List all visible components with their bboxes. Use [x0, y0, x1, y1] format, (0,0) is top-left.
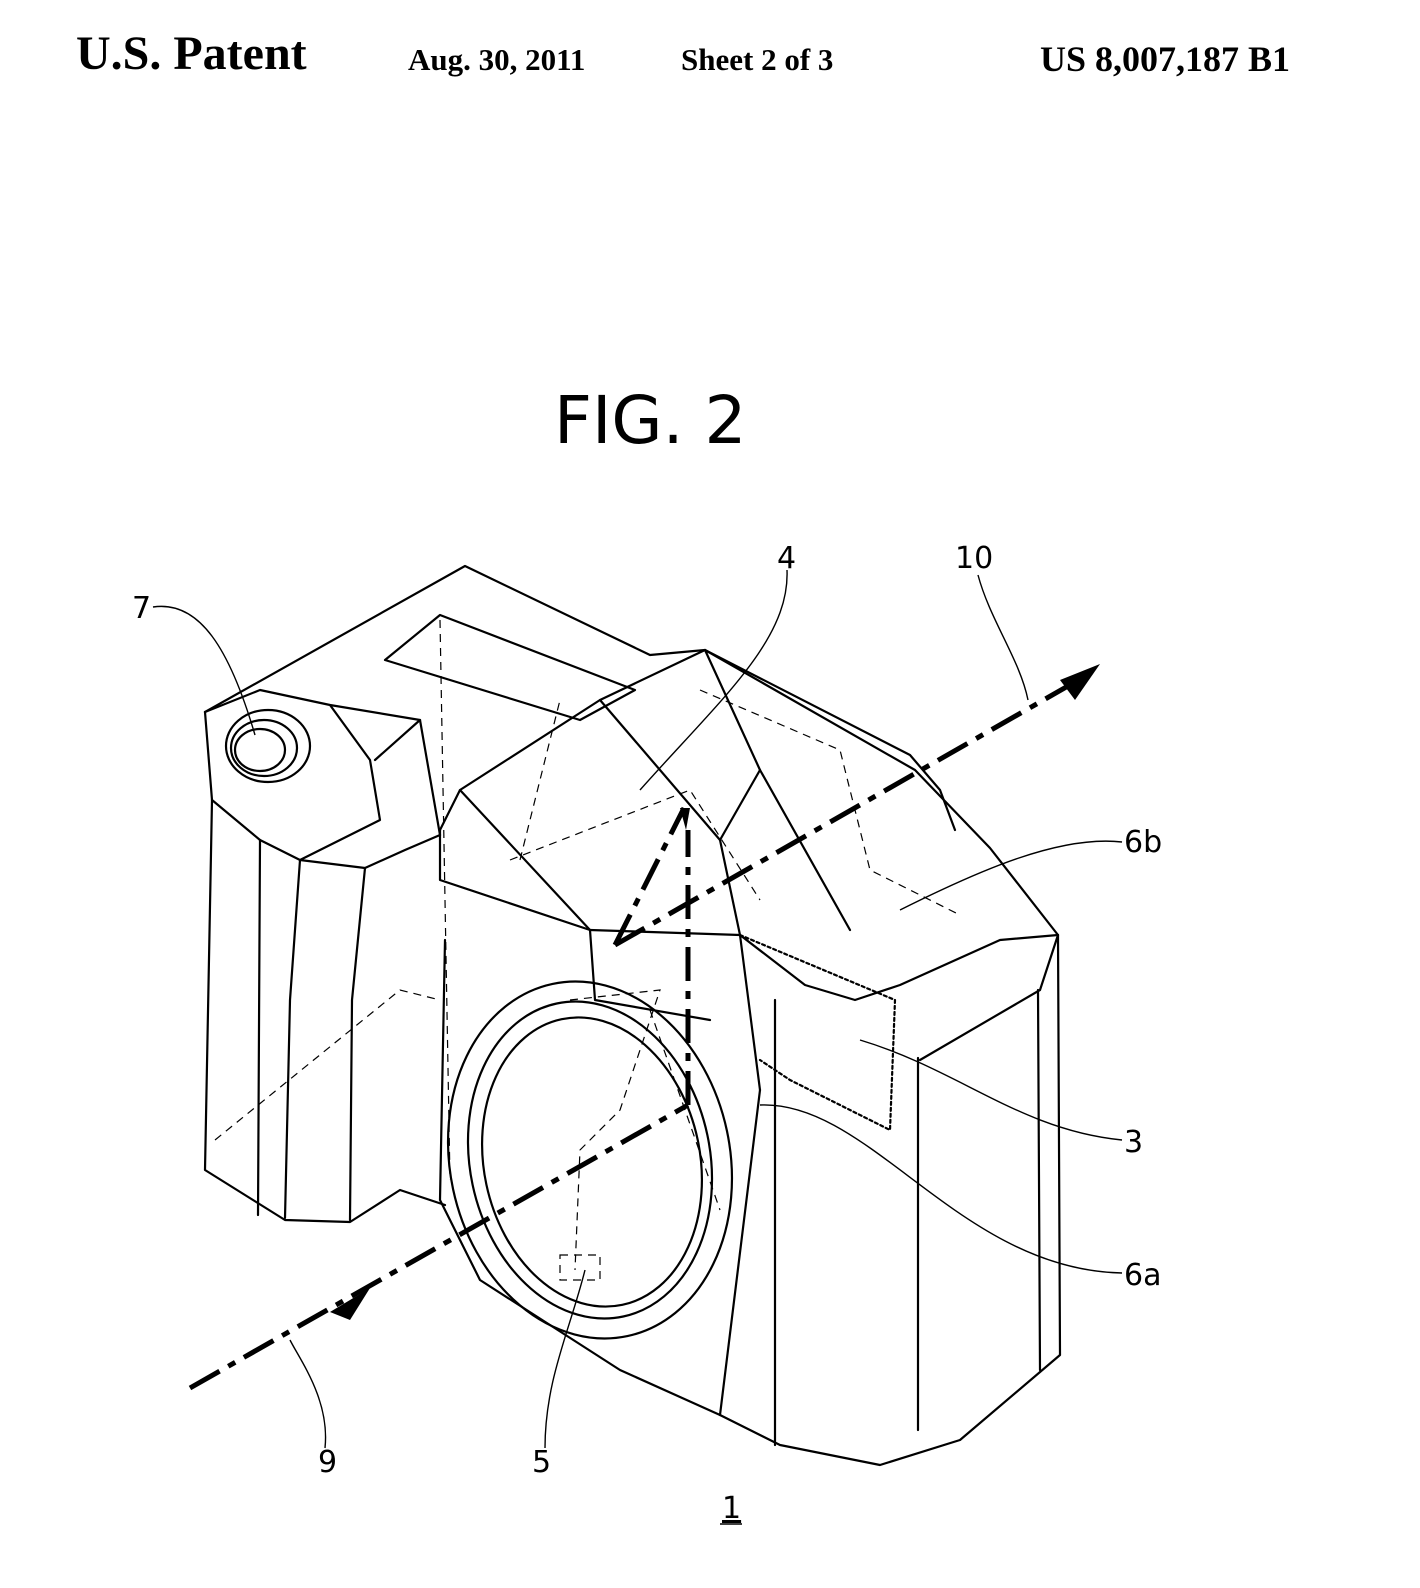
ref-10: 10 — [955, 541, 993, 576]
ref-3: 3 — [1124, 1125, 1143, 1160]
ref-7: 7 — [132, 591, 151, 626]
top-plate — [203, 564, 957, 832]
ref-1: 1 — [722, 1491, 741, 1526]
lcd-window — [383, 613, 637, 722]
grip-body — [203, 710, 447, 1224]
ref-6a: 6a — [1124, 1258, 1161, 1293]
prism-housing — [438, 648, 1060, 1062]
light-path-out — [613, 679, 1077, 948]
arrow-mirror-icon — [680, 808, 690, 830]
patent-date: Aug. 30, 2011 — [408, 42, 586, 77]
light-path-mirror — [612, 806, 687, 947]
sheet-number: Sheet 2 of 3 — [681, 42, 834, 77]
ref-9: 9 — [318, 1445, 337, 1480]
arrow-out-icon — [1060, 664, 1100, 700]
light-path-in — [188, 1102, 690, 1391]
lens-mount — [446, 980, 734, 1340]
arrow-in-icon — [330, 1288, 370, 1320]
front-body — [438, 933, 1062, 1467]
ref-6b: 6b — [1124, 825, 1162, 860]
ref-4: 4 — [777, 541, 796, 576]
patent-number: US 8,007,187 B1 — [1040, 39, 1291, 79]
shutter-button-icon — [224, 708, 312, 784]
image-sensor — [738, 933, 897, 1132]
figure-title: FIG. 2 — [554, 382, 747, 459]
patent-label: U.S. Patent — [76, 27, 307, 80]
ref-5: 5 — [532, 1445, 551, 1480]
